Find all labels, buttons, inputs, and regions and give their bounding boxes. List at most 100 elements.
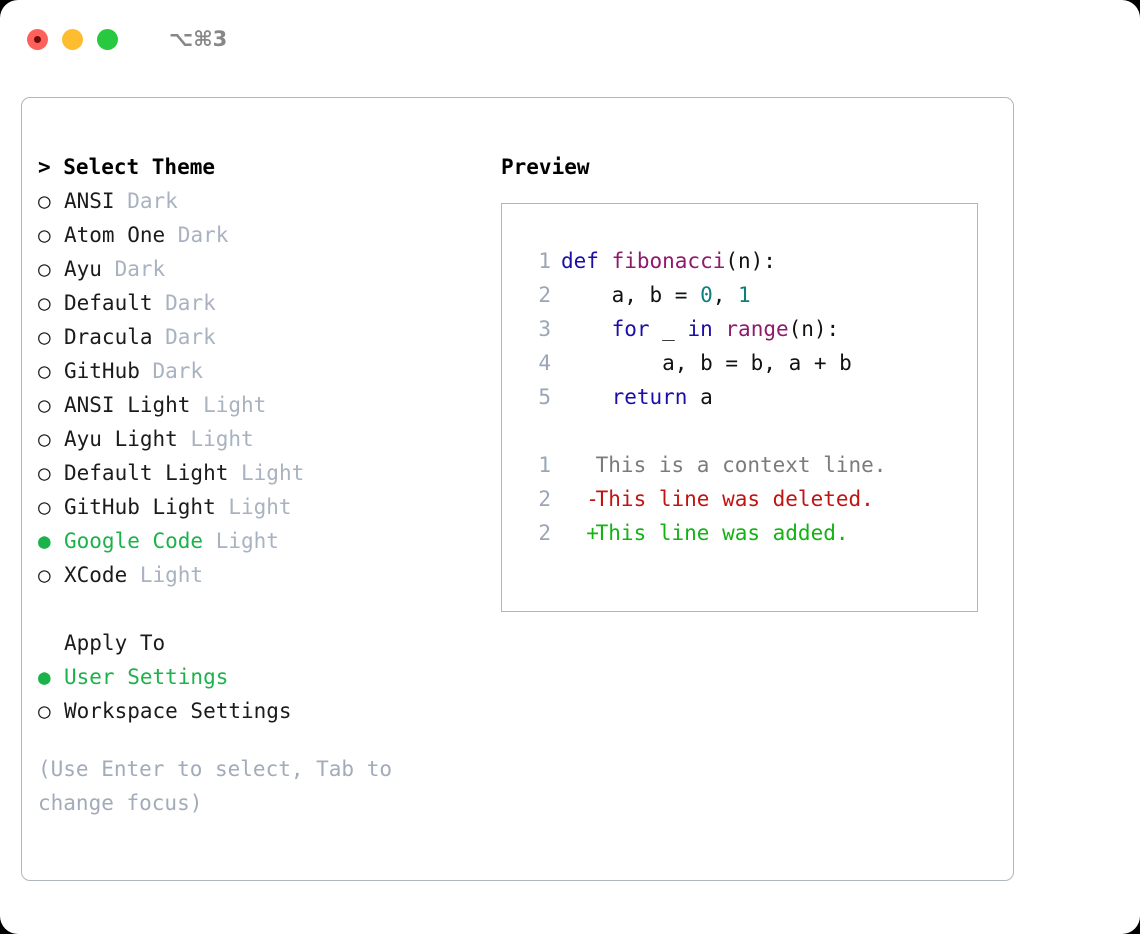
radio-unselected-icon: ○: [38, 495, 51, 519]
code-token: for: [611, 317, 650, 341]
diff-marker: [561, 448, 583, 482]
code-line: 2 a, b = 0, 1: [524, 278, 886, 312]
apply-to-label: Workspace Settings: [64, 699, 292, 723]
theme-name-label: GitHub: [64, 359, 140, 383]
theme-variant-tag: Light: [177, 427, 254, 451]
theme-list-item[interactable]: ○Ayu Dark: [38, 252, 488, 286]
theme-variant-tag: Dark: [165, 223, 229, 247]
theme-variant-tag: Light: [228, 461, 305, 485]
diff-line: 1 This is a context line.: [524, 448, 886, 482]
keyboard-hint-text: (Use Enter to select, Tab to change focu…: [38, 757, 405, 815]
theme-name-label: Atom One: [64, 223, 166, 247]
theme-picker-column: > Select Theme ○ANSI Dark○Atom One Dark○…: [38, 150, 488, 820]
theme-list-item[interactable]: ○ Default Light Light: [38, 456, 488, 490]
radio-unselected-icon: ○: [38, 359, 51, 383]
code-token: 1: [738, 283, 751, 307]
code-token: a, b = b, a + b: [561, 351, 852, 375]
code-token: range: [725, 317, 789, 341]
code-token: 0: [700, 283, 713, 307]
theme-list-item[interactable]: ○ANSI Light Light: [38, 388, 488, 422]
radio-selected-icon: ●: [38, 529, 51, 553]
radio-unselected-icon: ○: [38, 427, 51, 451]
theme-list-item[interactable]: ○Ayu Light Light: [38, 422, 488, 456]
theme-variant-tag: Dark: [139, 359, 204, 383]
diff-marker: +: [561, 521, 599, 545]
code-token: (n):: [788, 317, 840, 341]
apply-to-label: User Settings: [64, 665, 229, 689]
line-number: 3: [538, 317, 551, 341]
theme-list-item[interactable]: ○ ANSI Dark: [38, 184, 488, 218]
theme-name-label: GitHub Light: [64, 495, 216, 519]
theme-list-item[interactable]: ● Google Code Light: [38, 524, 488, 558]
diff-line: 2 + This line was added.: [524, 516, 886, 550]
radio-selected-icon: ●: [38, 665, 51, 689]
theme-name-label: Google Code: [64, 529, 204, 553]
diff-text: This is a context line.: [583, 453, 887, 477]
close-icon: [34, 35, 41, 43]
radio-unselected-icon: ○: [38, 563, 51, 587]
maximize-button[interactable]: [97, 28, 118, 50]
traffic-light-group: [27, 28, 118, 50]
theme-name-label: XCode: [64, 563, 128, 587]
code-line: 5 return a: [524, 380, 886, 414]
minimize-button[interactable]: [62, 28, 83, 50]
radio-unselected-icon: ○: [38, 189, 51, 213]
code-token: in: [687, 317, 713, 341]
theme-variant-tag: Light: [127, 563, 204, 587]
select-theme-heading: > Select Theme: [38, 155, 216, 179]
theme-list-item[interactable]: ○ Dracula Dark: [38, 320, 488, 354]
theme-name-label: Default: [64, 291, 153, 315]
diff-line-number: 2: [538, 521, 551, 545]
theme-variant-tag: Dark: [152, 291, 216, 315]
theme-list-item[interactable]: ○Atom One Dark: [38, 218, 488, 252]
line-number: 4: [538, 351, 551, 375]
code-token: [713, 317, 726, 341]
theme-name-label: ANSI Light: [64, 393, 191, 417]
theme-variant-tag: Dark: [152, 325, 216, 349]
theme-list-item[interactable]: ○ XCode Light: [38, 558, 488, 592]
theme-variant-tag: Light: [203, 529, 279, 553]
radio-unselected-icon: ○: [38, 325, 51, 349]
code-token: fibonacci: [611, 249, 726, 273]
code-line: 3 for _ in range(n):: [524, 312, 886, 346]
theme-list-item[interactable]: ○ GitHub Dark: [38, 354, 488, 388]
code-token: [561, 317, 612, 341]
code-token: ,: [712, 283, 739, 307]
theme-name-label: Dracula: [64, 325, 153, 349]
theme-list-item[interactable]: ○Default Dark: [38, 286, 488, 320]
line-number: 5: [538, 385, 551, 409]
code-token: a: [687, 385, 713, 409]
theme-name-label: Ayu: [64, 257, 102, 281]
code-token: _: [649, 317, 688, 341]
preview-heading: Preview: [501, 155, 590, 179]
diff-text: This line was added.: [583, 521, 849, 545]
theme-name-label: ANSI: [64, 189, 115, 213]
apply-to-item[interactable]: ● User Settings: [38, 660, 488, 694]
code-token: def: [561, 249, 612, 273]
theme-list[interactable]: ○ANSI Dark○Atom One Dark○Ayu Dark○Defaul…: [38, 184, 488, 592]
preview-column: Preview: [501, 150, 1001, 184]
theme-list-item[interactable]: ○GitHub Light Light: [38, 490, 488, 524]
radio-unselected-icon: ○: [38, 461, 51, 485]
theme-name-label: Default Light: [64, 461, 229, 485]
radio-unselected-icon: ○: [38, 257, 51, 281]
code-line: 4 a, b = b, a + b: [524, 346, 886, 380]
theme-variant-tag: Light: [190, 393, 267, 417]
apply-to-list[interactable]: ● User Settings ○Workspace Settings: [38, 660, 488, 728]
section-spacer: [38, 592, 488, 626]
theme-variant-tag: Dark: [114, 189, 178, 213]
dialog-panel: > Select Theme ○ANSI Dark○Atom One Dark○…: [21, 97, 1014, 881]
apply-to-item[interactable]: ○Workspace Settings: [38, 694, 488, 728]
code-token: [561, 385, 612, 409]
title-bar: ⌥⌘3: [0, 0, 1140, 78]
diff-marker: -: [561, 487, 599, 511]
diff-text: This line was deleted.: [583, 487, 874, 511]
line-number: 1: [538, 249, 551, 273]
diff-line: 2 - This line was deleted.: [524, 482, 886, 516]
code-token: a, b =: [561, 283, 701, 307]
close-button[interactable]: [27, 28, 48, 50]
apply-to-heading: Apply To: [64, 631, 166, 655]
